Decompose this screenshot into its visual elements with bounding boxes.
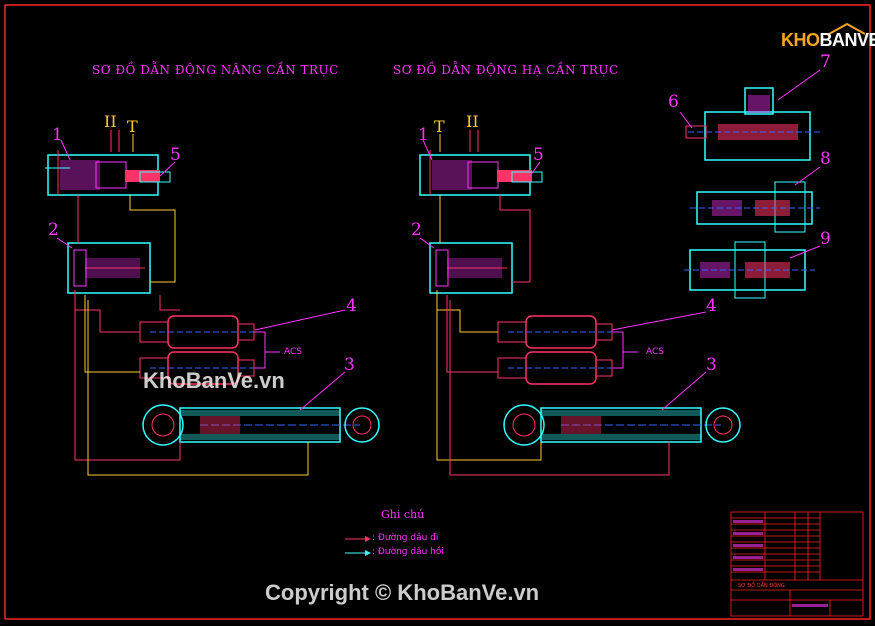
label-1-left: 1	[52, 125, 63, 145]
label-4-left: 4	[346, 296, 357, 316]
valve-2-left	[67, 242, 151, 294]
acs-label-right: ACS	[646, 347, 664, 357]
label-9: 9	[820, 229, 831, 249]
label-6: 6	[668, 92, 679, 112]
label-5-left: 5	[170, 145, 181, 165]
label-t-left: T	[127, 117, 138, 136]
logo-text: KHOBANVE	[781, 30, 875, 50]
acs-label-left: ACS	[284, 347, 302, 357]
title-block-caption: SƠ ĐỒ DẪN ĐỘNG	[738, 583, 785, 589]
piping-right	[436, 195, 670, 476]
watermark-center: KhoBanVe.vn	[143, 368, 285, 393]
drawing-border	[4, 4, 871, 620]
label-ii-right: II	[466, 112, 479, 131]
detail-part-8	[690, 166, 821, 233]
detail-part-7	[679, 69, 821, 161]
title-right: SƠ ĐỒ DẪN ĐỘNG HẠ CẦN TRỤC	[393, 63, 619, 77]
label-t-right: T	[434, 117, 445, 136]
label-8: 8	[820, 149, 831, 169]
notes-title: Ghi chú	[381, 508, 425, 521]
cylinder-left	[142, 404, 380, 446]
legend-supply-line: : Đường dầu đi	[372, 533, 439, 543]
valve-2-right	[429, 242, 513, 294]
right-schematic	[419, 130, 741, 476]
watermark-copyright: Copyright © KhoBanVe.vn	[265, 580, 540, 605]
title-block	[730, 511, 864, 617]
label-1-right: 1	[418, 125, 429, 145]
legend-arrows	[345, 536, 371, 556]
legend-return-line: : Đường dầu hồi	[372, 547, 444, 557]
label-3-right: 3	[706, 355, 717, 375]
piping-left	[74, 195, 309, 476]
control-valve-right	[419, 150, 543, 196]
label-7: 7	[820, 52, 831, 72]
label-2-right: 2	[411, 220, 422, 240]
control-valve-left	[45, 150, 171, 196]
title-left: SƠ ĐỒ DẪN ĐỘNG NÂNG CẦN TRỤC	[92, 63, 339, 77]
khobanve-logo: KHOBANVE	[781, 22, 875, 52]
accumulators-right	[497, 315, 613, 385]
label-4-right: 4	[706, 296, 717, 316]
logo-roof-icon	[828, 22, 865, 35]
cylinder-right	[503, 404, 741, 446]
label-3-left: 3	[344, 355, 355, 375]
label-ii-left: II	[104, 112, 117, 131]
detail-part-9	[684, 241, 821, 299]
label-2-left: 2	[48, 220, 59, 240]
left-schematic	[45, 130, 380, 476]
label-5-right: 5	[533, 145, 544, 165]
